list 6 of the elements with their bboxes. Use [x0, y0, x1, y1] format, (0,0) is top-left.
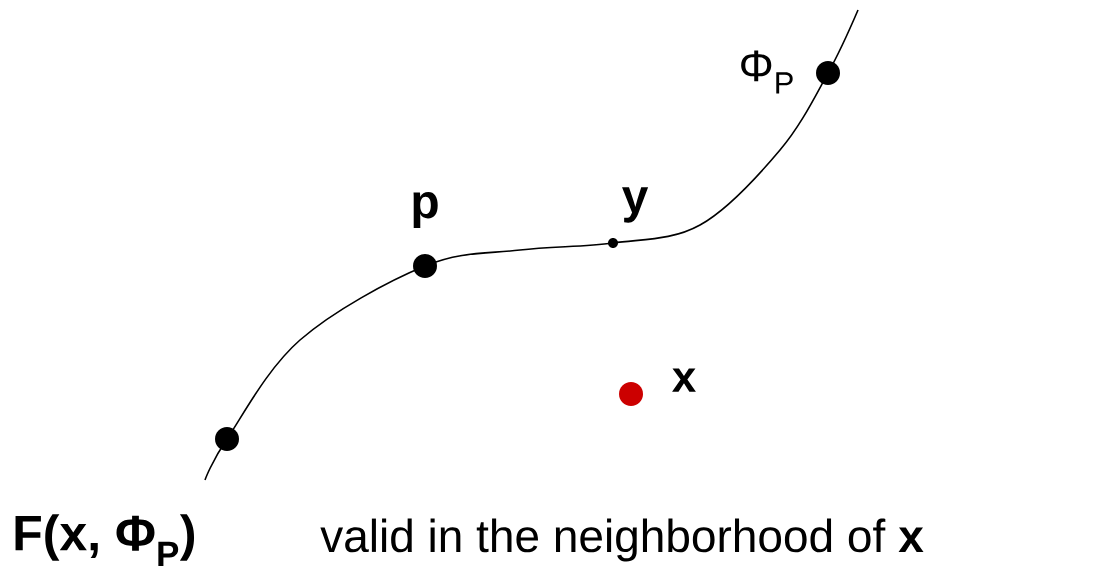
function-label: F(x, Φ$_{P}$): [15, 514, 195, 566]
point-label: x: [672, 368, 696, 392]
point-label: y: [622, 187, 649, 223]
point-label: p: [413, 192, 438, 228]
caption-text: valid in the neighborhood of x: [320, 518, 924, 562]
point-label: Φ$_{P}$: [741, 50, 793, 94]
